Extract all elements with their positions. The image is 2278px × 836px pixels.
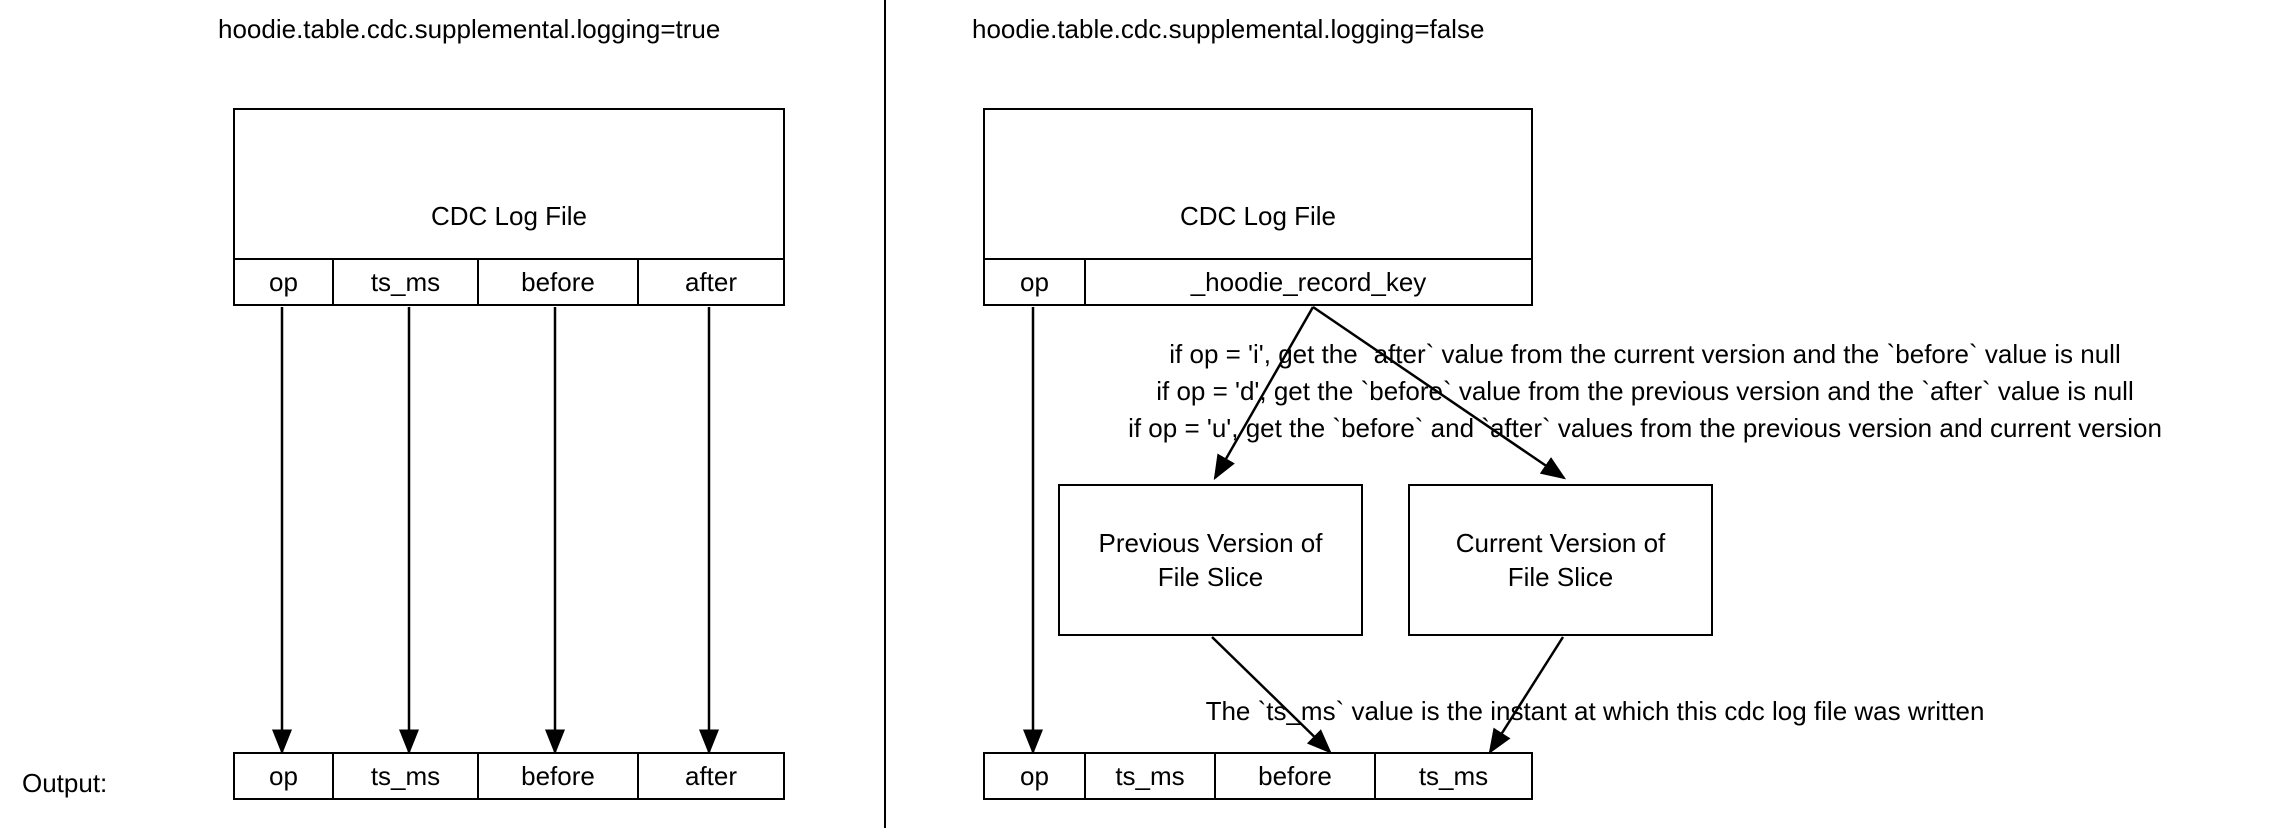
previous-version-line2: File Slice	[1157, 562, 1264, 592]
current-version-label: Current Version of File Slice	[1456, 526, 1666, 594]
right-output-cell-op: op	[1020, 760, 1049, 791]
left-cdc-column-after: after	[637, 260, 783, 304]
left-cdc-log-file-columns: op ts_ms before after	[235, 258, 783, 304]
panel-divider	[884, 0, 886, 828]
left-cdc-log-file-title: CDC Log File	[430, 201, 588, 231]
left-output-cell-before: before	[477, 754, 637, 798]
previous-version-line1: Previous Version of	[1098, 528, 1323, 558]
right-output-cell-ts-ms-2: ts_ms	[1374, 754, 1531, 798]
output-label: Output:	[22, 768, 108, 798]
previous-version-label: Previous Version of File Slice	[1098, 526, 1322, 594]
right-output-cell-ts-ms: ts_ms	[1084, 754, 1214, 798]
left-output-cell-after: after	[637, 754, 783, 798]
current-version-file-slice-box: Current Version of File Slice	[1408, 484, 1713, 636]
left-output-cell-op: op	[269, 760, 298, 791]
right-arrow-previous-to-before	[1211, 636, 1332, 754]
left-cdc-log-file-box: CDC Log File op ts_ms before after	[233, 108, 785, 306]
right-cdc-log-file-title: CDC Log File	[1179, 201, 1337, 231]
ts-ms-note: The `ts_ms` value is the instant at whic…	[1205, 696, 1985, 726]
left-cdc-column-ts-ms: ts_ms	[332, 260, 477, 304]
right-arrow-to-current-version	[1312, 305, 1567, 480]
left-cdc-column-before: before	[477, 260, 637, 304]
rule-update: if op = 'u', get the `before` and `after…	[1128, 413, 2162, 443]
right-arrow-to-previous-version	[1213, 306, 1315, 481]
right-output-row: op ts_ms before ts_ms	[983, 752, 1533, 800]
previous-version-file-slice-box: Previous Version of File Slice	[1058, 484, 1363, 636]
right-panel-rules: if op = 'i', get the `after` value from …	[1030, 336, 2260, 447]
right-panel-title: hoodie.table.cdc.supplemental.logging=fa…	[972, 14, 1485, 44]
right-arrow-current-to-ts-ms	[1488, 636, 1565, 755]
right-cdc-log-file-columns: op _hoodie_record_key	[985, 258, 1531, 304]
left-output-row: op ts_ms before after	[233, 752, 785, 800]
rule-insert: if op = 'i', get the `after` value from …	[1169, 339, 2121, 369]
right-cdc-log-file-box: CDC Log File op _hoodie_record_key	[983, 108, 1533, 306]
right-cdc-column-hoodie-record-key: _hoodie_record_key	[1084, 260, 1531, 304]
left-output-cell-ts-ms: ts_ms	[332, 754, 477, 798]
left-panel-title: hoodie.table.cdc.supplemental.logging=tr…	[218, 14, 721, 44]
rule-delete: if op = 'd', get the `before` value from…	[1156, 376, 2134, 406]
right-output-cell-before: before	[1214, 754, 1374, 798]
right-cdc-column-op: op	[1020, 266, 1049, 297]
current-version-line1: Current Version of	[1455, 528, 1666, 558]
current-version-line2: File Slice	[1507, 562, 1614, 592]
left-cdc-column-op: op	[269, 266, 298, 297]
